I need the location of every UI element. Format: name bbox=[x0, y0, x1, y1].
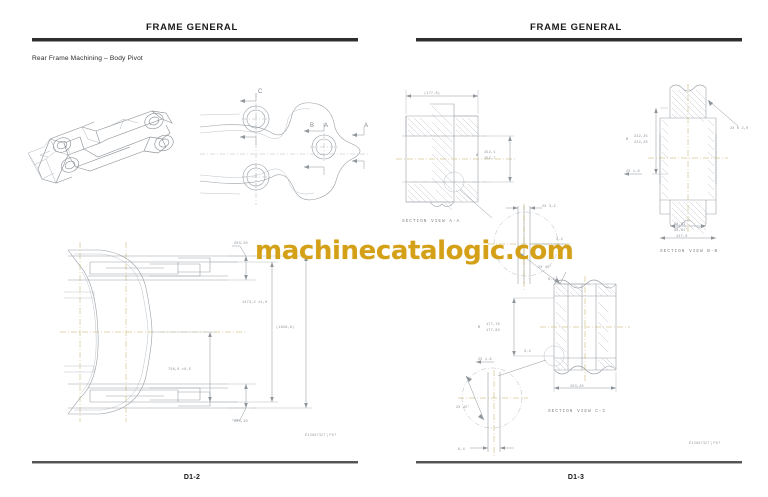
annotation-a-dia-lower: 152,7 bbox=[484, 157, 496, 161]
section-view-a-a: (177,8) bbox=[396, 84, 566, 234]
section-view-c-c: 6,3 bbox=[456, 271, 680, 462]
annotation-c-32: 3,2 bbox=[524, 350, 531, 354]
annotation-a-dia-upper: 152,1 bbox=[484, 151, 496, 155]
plan-view-body-pivot: C B A A bbox=[199, 85, 370, 210]
annotation-c-dia-symbol: Ø bbox=[478, 325, 480, 330]
title-divider-right bbox=[416, 38, 742, 42]
annotation-b-width: 127,0 bbox=[676, 235, 688, 239]
title-divider bbox=[32, 38, 358, 42]
annotation-b-chamfer: 2X 1,6 bbox=[626, 170, 640, 174]
section-marker-b: B bbox=[310, 123, 314, 129]
left-doc-code: E12657327 | P07 bbox=[305, 433, 337, 437]
right-page: FRAME GENERAL (177,8) bbox=[384, 0, 768, 497]
annotation-b-w-upper: 98,93 bbox=[674, 223, 686, 227]
annotation-a-dia-symbol: Ø bbox=[476, 153, 478, 158]
dimension-736: 736,6 ±0,5 bbox=[168, 368, 191, 372]
page-title: FRAME GENERAL bbox=[146, 22, 238, 33]
annotation-b-radius: 2X R 2,0 bbox=[730, 127, 748, 131]
annotation-detail-32: 3,2 bbox=[556, 238, 563, 242]
footer-divider bbox=[32, 461, 358, 464]
annotation-b-dia-upper: 222,25 bbox=[634, 135, 648, 139]
footer-page-number-right: D1-3 bbox=[567, 474, 585, 481]
annotation-b-dia-lower: 222,20 bbox=[634, 141, 648, 145]
annotation-b-dia-symbol: Ø bbox=[626, 137, 628, 142]
annotation-c-64: 6,4 bbox=[458, 448, 465, 452]
dimension-1828: (1828,8) bbox=[276, 325, 294, 330]
section-view-b-b: Ø 222,25 222,20 2X R 2,0 2X 1,6 98,93 bbox=[624, 82, 764, 254]
annotation-detail-2x32: 2X 3,2 bbox=[542, 205, 556, 209]
page-subtitle: Rear Frame Machining – Body Pivot bbox=[32, 55, 143, 62]
annotation-a-width: (177,8) bbox=[424, 91, 440, 96]
annotation-c-dia-upper: 177,78 bbox=[486, 323, 500, 327]
annotation-b-w-lower: 98,81 bbox=[674, 229, 686, 233]
label-section-view-b-b: SECTION VIEW B-B bbox=[660, 249, 718, 254]
annotation-c-2x45: 2X 45° bbox=[456, 405, 470, 410]
isometric-frame-drawing bbox=[20, 95, 200, 205]
annotation-c-dia-lower: 177,83 bbox=[486, 329, 500, 333]
footer-page-number-left: D1-2 bbox=[183, 474, 201, 481]
label-section-view-a-a: SECTION VIEW A-A bbox=[402, 219, 460, 224]
footer-divider-right bbox=[416, 461, 742, 464]
label-section-view-c-c: SECTION VIEW C-C bbox=[548, 409, 606, 414]
left-page: FRAME GENERAL Rear Frame Machining – Bod… bbox=[20, 22, 370, 481]
section-marker-a1: A bbox=[324, 123, 328, 129]
annotation-detail-2x45: 2X 45° bbox=[538, 265, 552, 270]
section-marker-a2: A bbox=[364, 123, 368, 129]
detail-view-a: 2X 3,2 3,2 2X 45° bbox=[484, 198, 604, 303]
right-doc-code: E12657327 | P07 bbox=[689, 441, 721, 445]
annotation-c-width: 203,20 bbox=[570, 385, 584, 389]
page-title-right: FRAME GENERAL bbox=[530, 22, 622, 33]
section-marker-c: C bbox=[258, 89, 263, 95]
dimension-1473: 1473,2 ±1,0 bbox=[242, 301, 267, 305]
elevation-view-dimensions: 203,20 1473,2 ±1,0 (1828,8) bbox=[60, 232, 360, 432]
site-watermark: machinecatalogic.com bbox=[255, 236, 574, 266]
annotation-c-chamfer: 2X 1,6 bbox=[478, 358, 492, 362]
dimension-top-203: 203,20 bbox=[234, 242, 248, 246]
annotation-c-finish: 6,3 bbox=[548, 278, 555, 282]
dimension-bottom-203: 203,20 bbox=[234, 420, 248, 424]
